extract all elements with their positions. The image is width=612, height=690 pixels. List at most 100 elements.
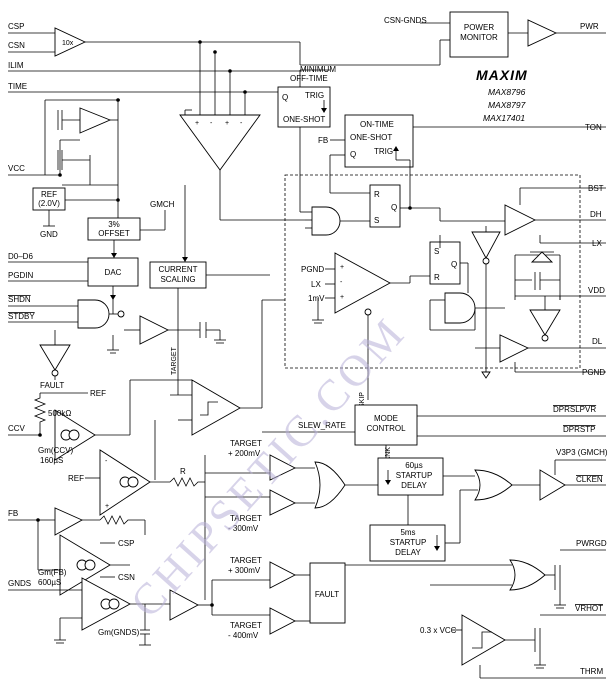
r-label: R	[180, 467, 186, 476]
gmch-label: GMCH	[150, 200, 175, 209]
svg-text:60µs: 60µs	[405, 461, 423, 470]
offset-block: 3% OFFSET	[87, 210, 166, 258]
pin-time: TIME	[8, 82, 27, 91]
comp-1mv-label: 1mV	[308, 294, 325, 303]
pin-dprstp: DPRSTP	[563, 425, 595, 434]
fault-input-label: FAULT	[40, 381, 64, 390]
svg-text:MONITOR: MONITOR	[460, 33, 498, 42]
pwm-and-gate	[299, 127, 370, 236]
gain-label: 10x	[62, 40, 74, 47]
window-comparators-top	[205, 454, 378, 516]
target-vertical-label: TARGET	[171, 346, 178, 375]
comp-lx-label: LX	[311, 280, 321, 289]
svg-text:DELAY: DELAY	[395, 548, 421, 557]
pin-vcc: VCC	[8, 164, 25, 173]
svg-text:+: +	[340, 264, 344, 271]
clken-or-gate	[459, 459, 606, 543]
svg-text:(2.0V): (2.0V)	[38, 199, 60, 208]
pin-dl: DL	[592, 337, 603, 346]
ontime-oneshot: ON-TIME ONE-SHOT Q TRIG	[330, 114, 606, 168]
pin-gnd: GND	[40, 230, 58, 239]
slew-rate-label: SLEW_RATE	[298, 421, 346, 430]
fault-block-label: FAULT	[315, 590, 339, 599]
gm-fb-value: 600µS	[38, 578, 61, 587]
pin-ccv: CCV	[8, 424, 26, 433]
svg-text:OFFSET: OFFSET	[98, 229, 130, 238]
tgt-p200-val: + 200mV	[228, 449, 261, 458]
min-offtime-oneshot: Q TRIG ONE-SHOT	[277, 86, 331, 128]
svg-text:R: R	[434, 273, 440, 282]
pin-shdn: SHDN	[8, 295, 31, 304]
svg-text:ON-TIME: ON-TIME	[360, 120, 394, 129]
svg-text:+: +	[195, 120, 199, 127]
slew-comparator	[154, 299, 355, 480]
ref-block: REF (2.0V)	[32, 187, 120, 227]
current-limit-amp: + - + -	[179, 114, 305, 221]
svg-text:+: +	[340, 294, 344, 301]
tgt-p300-label: TARGET	[230, 556, 262, 565]
svg-text:S: S	[374, 216, 379, 225]
svg-text:-: -	[210, 120, 213, 127]
svg-text:-: -	[340, 279, 343, 286]
svg-text:R: R	[374, 190, 380, 199]
zero-cross-comparator: + - +	[312, 252, 430, 400]
pin-v3p3: V3P3 (GMCH)	[556, 448, 608, 457]
top-input-wires	[8, 27, 450, 115]
skip-label: SKIP	[359, 392, 366, 408]
csp-in-label: CSP	[118, 539, 134, 548]
pin-pgnd: PGND	[582, 368, 605, 377]
startup-60us-block: 60µs STARTUP DELAY	[377, 457, 444, 496]
pin-bst: BST	[588, 184, 604, 193]
svg-text:REF: REF	[41, 190, 57, 199]
dac-block: DAC	[8, 257, 139, 300]
fb-buffer	[8, 507, 146, 571]
part-number-3: MAX17401	[483, 113, 525, 123]
pin-csp: CSP	[8, 22, 24, 31]
pin-pwrgd: PWRGD	[576, 539, 607, 548]
pin-gnds: GNDS	[8, 579, 31, 588]
error-amp: - +	[85, 449, 206, 600]
current-scaling-block: CURRENT SCALING	[149, 185, 270, 360]
ontime-fb-label: FB	[318, 136, 328, 145]
ref-label-2: REF	[68, 474, 84, 483]
tgt-m300-val: - 300mV	[228, 524, 259, 533]
svg-text:S: S	[434, 247, 439, 256]
startup-5ms-block: 5ms STARTUP DELAY	[369, 475, 475, 562]
pin-pgdin: PGDIN	[8, 271, 34, 280]
pin-ilim: ILIM	[8, 61, 24, 70]
tgt-p200-label: TARGET	[230, 439, 262, 448]
svg-text:3%: 3%	[108, 220, 120, 229]
driver-dashed-box	[284, 174, 581, 369]
pin-ton: TON	[585, 123, 602, 132]
gm-ccv-value: 160µS	[40, 456, 63, 465]
watermark: CHIPSETIC.COM	[121, 307, 416, 626]
inverter-zx	[471, 226, 501, 305]
svg-text:SCALING: SCALING	[160, 275, 195, 284]
pin-csn: CSN	[8, 41, 25, 50]
pin-lx: LX	[592, 239, 602, 248]
min-offtime-label: MINIMUM	[300, 65, 336, 74]
ccv-transconductance	[8, 379, 192, 461]
pwrgd-or-gate	[345, 549, 606, 609]
svg-text:Q: Q	[451, 260, 457, 269]
window-comparators-fault	[210, 561, 346, 635]
dl-driver	[475, 334, 606, 373]
svg-text:TRIG: TRIG	[374, 147, 393, 156]
pin-stdby: STDBY	[8, 312, 35, 321]
pin-vdd: VDD	[588, 286, 605, 295]
pin-dprslpvr: DPRSLPVR	[553, 405, 596, 414]
svg-text:MODE: MODE	[374, 414, 398, 423]
sr-latch-2: S Q R	[429, 235, 468, 285]
shdn-and-gate	[8, 299, 226, 380]
vcc-regulator	[8, 98, 120, 240]
tgt-m400-label: TARGET	[230, 621, 262, 630]
svg-text:CURRENT: CURRENT	[158, 265, 197, 274]
power-monitor-block: POWER MONITOR	[420, 11, 606, 58]
svg-text:Q: Q	[391, 203, 397, 212]
svg-text:Q: Q	[282, 93, 288, 102]
gm-fb-label: Gm(FB)	[38, 568, 67, 577]
csn-in-label: CSN	[118, 573, 135, 582]
tgt-p300-val: + 300mV	[228, 566, 261, 575]
svg-text:ONE-SHOT: ONE-SHOT	[350, 133, 392, 142]
